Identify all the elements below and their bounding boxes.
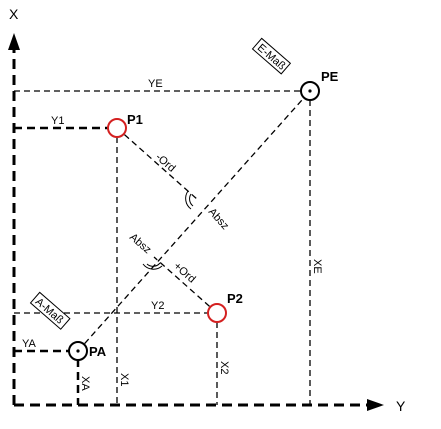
right-angle-arc-p2 [142,263,163,270]
ordinate-p1 [116,127,199,201]
x-axis-label: X [9,6,19,22]
y1-label: Y1 [51,115,64,127]
point-pa-dot [76,349,80,353]
ya-label: YA [22,338,37,350]
a-mass-box [29,291,71,330]
point-p2-label: P2 [227,291,243,306]
right-angle-arc-p1 [185,190,192,210]
right-angle-arc-p2-inner [146,262,161,267]
point-pa-label: PA [89,344,107,359]
x1-label: X1 [118,373,130,386]
xa-label: XA [79,376,91,391]
e-mass-box [251,37,292,75]
point-p1-label: P1 [127,112,143,127]
plus-ord-label: +Ord [171,260,198,285]
point-p1 [107,118,127,138]
ordinate-p2 [153,256,218,314]
y-axis-arrow [367,399,384,411]
e-mass-tag: E-Maß [251,37,292,75]
x2-label: X2 [218,361,230,374]
point-p2-marker [207,303,227,323]
point-p1-marker [107,118,127,138]
point-pa [68,341,88,361]
baseline-pa-pe [77,90,311,352]
y2-label: Y2 [151,300,164,312]
absz-label-lower: Absz [127,231,153,256]
absz-label-upper: Absz [206,206,231,232]
right-angle-arc-p1-inner [189,193,194,207]
point-pe-dot [308,89,312,93]
xe-label: XE [311,259,323,274]
y-axis-label: Y [396,398,406,414]
ye-label: YE [148,78,163,90]
x-axis-arrow [8,33,20,50]
point-pe [300,81,320,101]
point-pe-label: PE [321,69,339,84]
a-mass-tag: A-Maß [29,291,71,330]
point-p2 [207,303,227,323]
